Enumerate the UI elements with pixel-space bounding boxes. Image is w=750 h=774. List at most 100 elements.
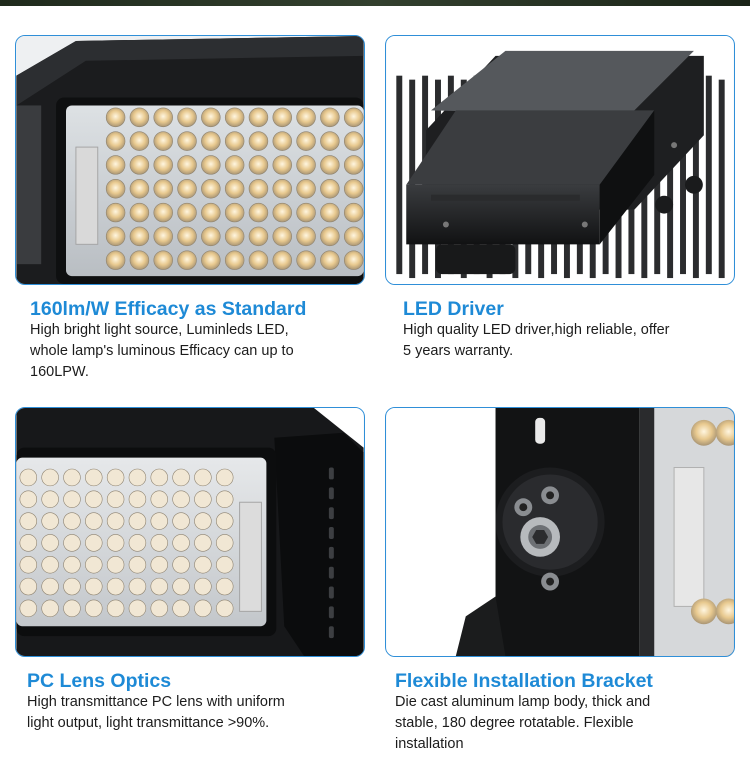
led-chip (177, 179, 197, 199)
led-chip (177, 226, 197, 247)
led-chip (106, 556, 125, 574)
led-driver-photo (385, 35, 735, 285)
led-chip (215, 577, 234, 596)
feature-desc-line: Die cast aluminum lamp body, thick and (395, 694, 651, 710)
led-chip (248, 107, 269, 128)
led-chip (63, 490, 81, 508)
led-chip (153, 131, 173, 151)
vent-slot (328, 527, 334, 539)
led-chip (150, 468, 168, 487)
heatsink-fin (718, 79, 725, 279)
led-chip (128, 556, 147, 574)
heatsink-fin (705, 75, 712, 275)
led-chip (201, 131, 221, 151)
led-chip (201, 107, 221, 128)
led-chip (106, 577, 125, 596)
led-chip (172, 577, 190, 596)
led-chip (248, 226, 269, 247)
led-chip (343, 107, 364, 128)
led-chip (320, 155, 340, 175)
led-chip (105, 131, 126, 151)
led-chip (41, 468, 59, 487)
pc-lens-photo (15, 407, 365, 657)
vent-slot (328, 487, 334, 500)
led-chip (296, 131, 316, 151)
feature-title-efficacy: 160lm/W Efficacy as Standard (30, 298, 307, 320)
led-chip (150, 599, 168, 618)
vent-slot (328, 467, 334, 480)
led-chip (128, 577, 147, 596)
led-chip (41, 490, 59, 508)
led-chip (224, 202, 245, 223)
led-chip (343, 155, 364, 175)
led-chip (296, 107, 316, 128)
feature-desc-driver: High quality LED driver,high reliable, o… (403, 320, 670, 362)
led-chip (19, 534, 38, 552)
led-chip (19, 599, 38, 618)
led-chip (150, 512, 168, 530)
feature-desc-line: installation (395, 736, 464, 752)
led-chip (224, 155, 245, 175)
vent-slot (328, 546, 334, 559)
led-chip (215, 490, 234, 508)
led-chip (85, 599, 103, 618)
led-chip (128, 599, 147, 618)
led-chip (153, 250, 173, 270)
led-chip (172, 468, 190, 487)
feature-desc-line: light output, light transmittance >90%. (27, 715, 270, 731)
led-chip (296, 155, 316, 175)
led-chip (194, 599, 212, 618)
led-chip (128, 534, 147, 552)
led-chip (177, 202, 197, 223)
led-chip (296, 202, 316, 223)
led-chip (19, 490, 38, 508)
led-chip (248, 250, 269, 270)
led-chip (343, 202, 364, 223)
led-chip (106, 512, 125, 530)
feature-desc-lens: High transmittance PC lens with uniform … (27, 692, 285, 734)
vent-slot (328, 507, 334, 520)
led-chip (105, 155, 126, 175)
led-chip (194, 577, 212, 596)
led-chip (41, 512, 59, 530)
led-chip (296, 226, 316, 247)
led-chip (343, 131, 364, 151)
led-chip (215, 512, 234, 530)
led-chip (105, 179, 126, 199)
led-chip (194, 512, 212, 530)
led-chip (153, 155, 173, 175)
led-chip (153, 107, 173, 128)
led-chip (320, 226, 340, 247)
led-chip (41, 599, 59, 618)
led-chip (63, 599, 81, 618)
led-module-illustration (16, 36, 364, 284)
led-chip (85, 490, 103, 508)
led-chip (19, 468, 38, 487)
feature-desc-line: stable, 180 degree rotatable. Flexible (395, 715, 634, 731)
led-chip (85, 512, 103, 530)
led-chip (129, 107, 150, 128)
led-chip (106, 534, 125, 552)
led-chip (248, 179, 269, 199)
led-chip (63, 468, 81, 487)
led-chip (129, 226, 150, 247)
feature-title-bracket: Flexible Installation Bracket (395, 670, 653, 692)
led-chip (128, 468, 147, 487)
led-chip (129, 250, 150, 270)
vent-slot (328, 586, 334, 599)
led-chip (128, 490, 147, 508)
led-chip (343, 250, 364, 270)
led-chip (296, 250, 316, 270)
led-chip (19, 556, 38, 574)
led-chip (63, 512, 81, 530)
led-chip (85, 556, 103, 574)
led-chip (129, 179, 150, 199)
led-chip (150, 534, 168, 552)
led-chip (215, 468, 234, 487)
led-chip (224, 250, 245, 270)
led-chip (172, 490, 190, 508)
led-chip (41, 534, 59, 552)
led-chip (177, 155, 197, 175)
led-chip (201, 226, 221, 247)
led-chip (248, 131, 269, 151)
